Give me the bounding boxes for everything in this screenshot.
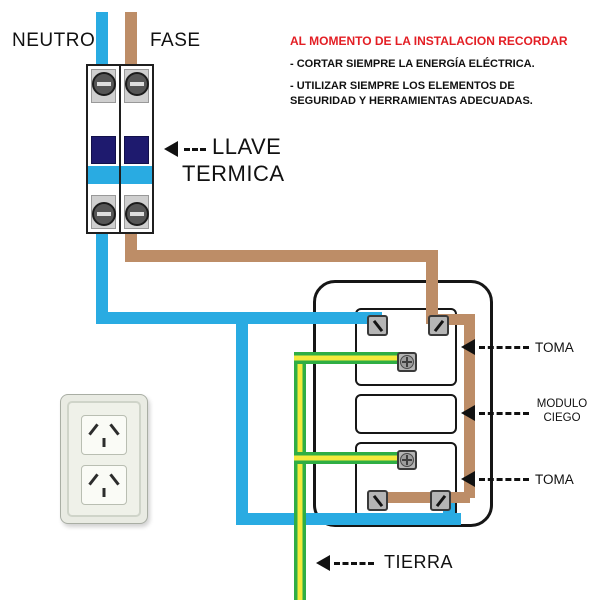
- outlet-socket: [81, 465, 127, 505]
- fase-run-wire: [125, 250, 438, 262]
- label-ciego: CIEGO: [543, 412, 581, 424]
- callout-dashes: [479, 346, 529, 349]
- module-ciego: [355, 394, 457, 434]
- neutral-bottom-run-wire: [236, 513, 461, 525]
- breaker-band: [88, 166, 119, 184]
- fase-down-wire: [426, 250, 438, 324]
- neutral-drop-wire: [96, 230, 108, 324]
- tierra-top-branch-wire: [294, 352, 402, 364]
- terminal-screw-icon: [91, 72, 116, 96]
- socket-contact: [430, 490, 451, 511]
- label-modulo-ciego: MODULO CIEGO: [532, 397, 592, 425]
- label-termica: TERMICA: [182, 161, 285, 186]
- neutral-branch-drop-wire: [236, 312, 248, 525]
- breaker-pole-neutral: [86, 64, 121, 234]
- warning-item: - UTILIZAR SIEMPRE LOS ELEMENTOS DE SEGU…: [290, 80, 533, 107]
- terminal-screw-icon: [124, 72, 149, 96]
- label-toma-bottom: TOMA: [535, 472, 574, 487]
- label-llave: LLAVE: [212, 134, 282, 159]
- breaker-toggle: [91, 136, 116, 164]
- outlet-frame: [67, 401, 141, 517]
- callout-dashes: [334, 562, 374, 565]
- arrow-left-icon: [316, 555, 330, 571]
- breaker-pole-fase: [119, 64, 154, 234]
- breaker-toggle: [124, 136, 149, 164]
- socket-contact: [367, 490, 388, 511]
- terminal-screw-icon: [91, 202, 116, 226]
- label-tierra: TIERRA: [384, 552, 454, 572]
- callout-dashes: [184, 148, 206, 151]
- arrow-left-icon: [164, 141, 178, 157]
- arrow-left-icon: [461, 339, 475, 355]
- label-modulo: MODULO: [536, 398, 588, 410]
- warning-title: AL MOMENTO DE LA INSTALACION RECORDAR: [290, 34, 568, 48]
- arrow-left-icon: [461, 471, 475, 487]
- tierra-bottom-branch-wire: [294, 452, 402, 464]
- callout-dashes: [479, 412, 529, 415]
- breaker-band: [121, 166, 152, 184]
- label-fase: FASE: [150, 30, 201, 51]
- thermal-breaker: [86, 64, 156, 234]
- terminal-screw-icon: [124, 202, 149, 226]
- ground-screw-icon: [397, 352, 417, 372]
- callout-dashes: [479, 478, 529, 481]
- ground-screw-icon: [397, 450, 417, 470]
- neutral-feed-wire: [96, 12, 108, 68]
- label-neutro: NEUTRO: [12, 30, 96, 51]
- label-toma-top: TOMA: [535, 340, 574, 355]
- fase-bottom-run-wire: [370, 492, 470, 503]
- warning-item: - CORTAR SIEMPRE LA ENERGÍA ELÉCTRICA.: [290, 58, 535, 70]
- fase-feed-wire: [125, 12, 137, 68]
- warning-block: AL MOMENTO DE LA INSTALACION RECORDAR - …: [290, 34, 570, 116]
- wall-outlet-photo: [60, 394, 148, 524]
- tierra-main-wire: [294, 352, 306, 600]
- outlet-socket: [81, 415, 127, 455]
- fase-stub-top-wire: [438, 314, 475, 325]
- socket-contact: [367, 315, 388, 336]
- arrow-left-icon: [461, 405, 475, 421]
- socket-contact: [428, 315, 449, 336]
